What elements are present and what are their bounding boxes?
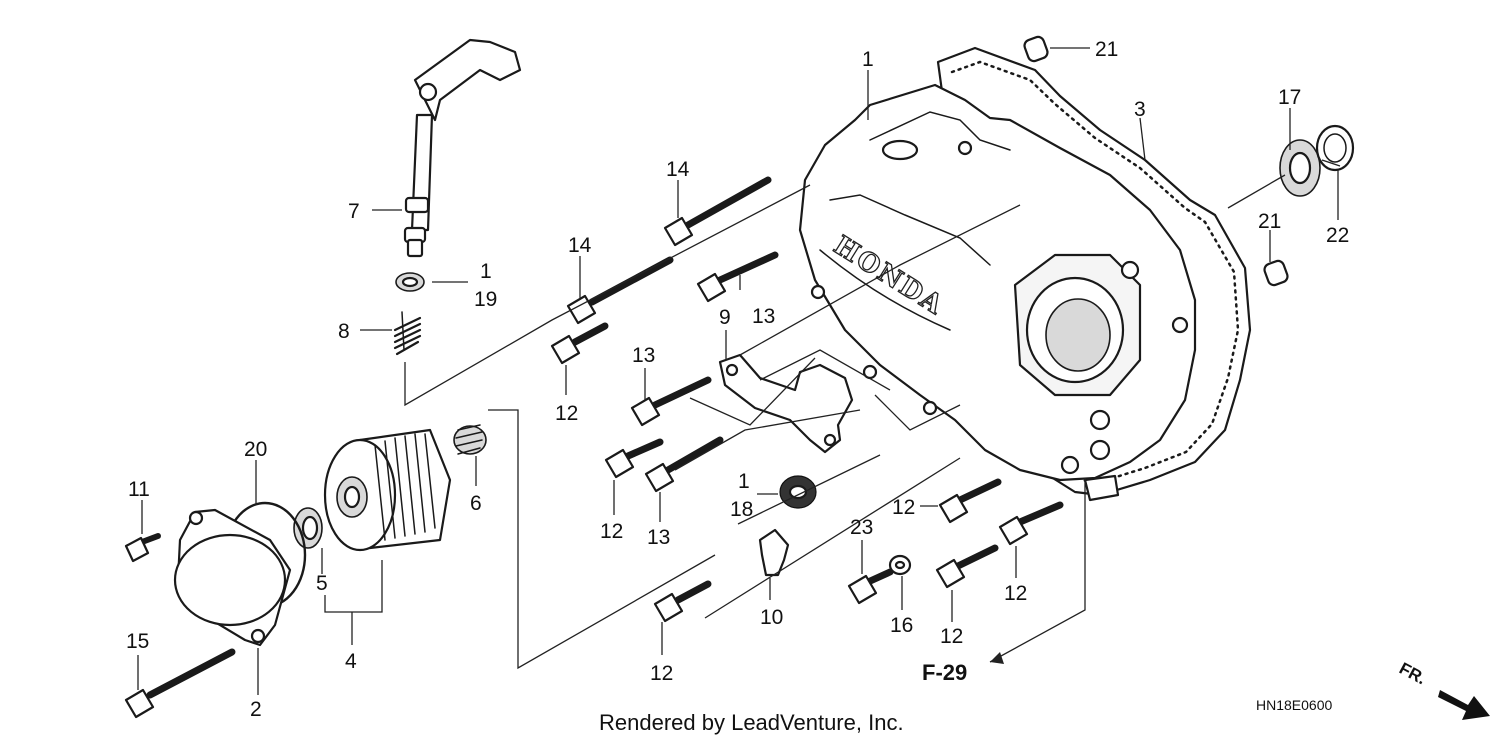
callout-12-right-b: 12 [1004,582,1027,605]
callout-numbers: 1 21 3 17 22 21 7 1 19 8 14 14 13 9 12 1… [126,38,1349,721]
bolt-12-right-a [938,478,1002,524]
oil-filter-cover [173,508,292,647]
bolt-12-upper [550,322,609,365]
callout-1-seal: 1 [738,470,750,493]
front-direction-arrow-icon: FR. [1396,659,1490,720]
assembly-lines [404,159,1341,670]
callout-14-upper: 14 [666,158,690,181]
oil-pass-pipe [403,38,522,258]
callout-11: 11 [128,478,150,501]
callout-6: 6 [470,492,482,515]
callout-18: 18 [730,498,753,521]
bolt-13-upper [696,251,779,303]
bolt-12-right-b [998,501,1064,546]
dowel-pin-21-top [1023,35,1049,63]
callout-13-lower: 13 [647,526,670,549]
callout-12-upper: 12 [555,402,578,425]
callout-20: 20 [244,438,267,461]
callout-22: 22 [1326,224,1349,247]
callout-15: 15 [126,630,149,653]
callout-23: 23 [850,516,873,539]
bolt-14-lower [566,256,674,325]
callout-19: 19 [474,288,497,311]
bolt-12-right-c [935,544,999,589]
callout-17: 17 [1278,86,1301,109]
bolt-13-lower [644,436,724,493]
callout-5: 5 [316,572,328,595]
right-crankcase-cover: HONDA [798,83,1197,502]
bolt-11 [124,533,161,563]
bolt-13-middle [630,376,712,427]
bearing-17 [1279,139,1321,197]
callout-16: 16 [890,614,913,637]
callout-4: 4 [345,650,357,673]
credit-text: Rendered by LeadVenture, Inc. [599,710,904,735]
dowel-pin-21-right [1263,259,1289,287]
callout-leaders [137,47,1339,695]
callout-12-right-a: 12 [892,496,915,519]
seal-18 [779,475,817,509]
oil-filter-element [323,428,452,552]
bolt-14-upper [663,176,772,247]
bolt-12-middle [604,438,664,479]
front-direction-label: FR. [1396,659,1429,689]
bolt-23 [847,568,894,605]
bolt-15 [124,648,236,719]
callout-1-cover: 1 [862,48,874,71]
washer-16 [888,554,912,576]
callout-1-oring: 1 [480,260,492,283]
callout-9: 9 [719,306,731,329]
callout-13-upper: 13 [752,305,775,328]
callout-21-top: 21 [1095,38,1118,61]
callout-10: 10 [760,606,783,629]
bracket-9 [718,353,854,454]
callout-21-right: 21 [1258,210,1281,233]
diagram-code: HN18E0600 [1256,697,1332,713]
callout-12-lower-left: 12 [650,662,673,685]
clip-10 [758,528,790,577]
reference-label: F-29 [922,660,967,685]
callout-8: 8 [338,320,350,343]
callout-2: 2 [250,698,262,721]
callout-12-right-c: 12 [940,625,963,648]
callout-13-middle: 13 [632,344,655,367]
callout-12-middle: 12 [600,520,623,543]
callout-7: 7 [348,200,360,223]
callout-3: 3 [1134,98,1146,121]
o-ring-5 [293,507,323,549]
spring-8 [393,311,422,356]
bolt-12-lower-left [653,580,712,623]
callout-14-lower: 14 [568,234,592,257]
oil-seal-22 [1315,124,1355,172]
filter-spring-6 [453,424,487,455]
